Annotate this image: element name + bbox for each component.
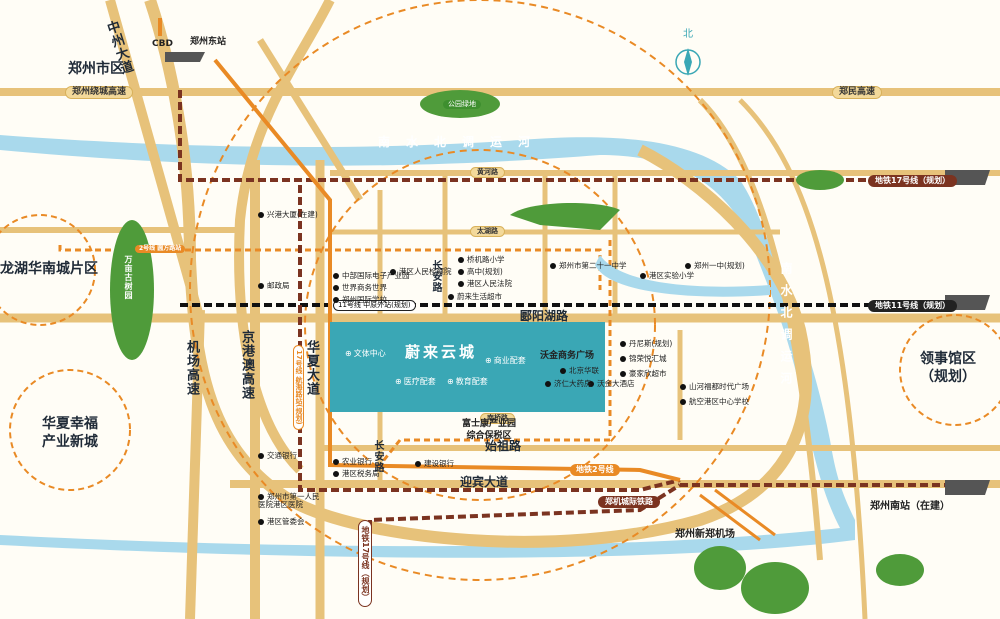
poi: 郑州国际学校 — [333, 296, 387, 304]
poi: 航空港区中心学校 — [680, 398, 749, 406]
poi: 郑州市第一人民医院港区医院 — [258, 492, 320, 509]
poi: 农业银行 — [333, 458, 372, 466]
road-zhengzhou-ring: 郑州绕城高速 — [65, 86, 134, 99]
poi: 港区管委会 — [258, 518, 305, 526]
district-consulate: 领事馆区 （规划） — [920, 351, 976, 386]
cbd-icon — [158, 18, 162, 36]
district-huaxia: 华夏幸福 产业新城 — [42, 416, 98, 451]
metro-17b — [298, 185, 681, 492]
road-jinggang: 京港澳高速 — [239, 330, 254, 400]
road-nanqiao: 南桥路 — [480, 413, 515, 424]
river-label-v: 南水北调运河 — [779, 262, 793, 394]
poi: 北京华联 — [560, 367, 599, 375]
metro-17b-tag: 地铁17号线（规划） — [358, 520, 372, 608]
poi-mall: 沃金商务广场 — [540, 351, 595, 361]
poi: 邮政局 — [258, 282, 290, 290]
poi: 郑州市第二十一中学 — [550, 262, 627, 270]
road-changan: 长安路 — [430, 260, 441, 293]
poi: 蔚来生活超市 — [448, 293, 502, 301]
road-changan-2: 长安路 — [372, 440, 383, 473]
metro-17 — [178, 90, 950, 182]
zhengzhou-east-label: 郑州东站 — [190, 37, 227, 47]
road-jichang: 机场高速 — [184, 340, 199, 396]
park-wanquan — [110, 220, 154, 360]
park-lake — [510, 203, 620, 230]
district-longhu: 龙湖华南城片区 — [0, 261, 98, 277]
poi: 港区人民法院 — [458, 280, 512, 288]
poi: 中部国际电子产业园 — [333, 272, 410, 280]
road-zhongzhou — [105, 0, 205, 322]
poi: 豪家欣超市 — [620, 370, 667, 378]
line2-station: 2号线 圆方路站 — [135, 245, 186, 253]
poi: 交通银行 — [258, 452, 297, 460]
metro-17-tag: 地铁17号线（规划） — [868, 175, 958, 187]
road-shizu: 始祖路 — [485, 439, 522, 453]
poi: 世界商务世界 — [333, 284, 387, 292]
project-medical: 医疗配套 — [395, 378, 436, 386]
intercity-tag: 郑机城际铁路 — [598, 496, 660, 508]
compass-label: 北 — [683, 29, 693, 40]
poi: 锦荣悦汇城 — [620, 355, 667, 363]
metro-orange — [213, 58, 681, 482]
road-yingbin: 迎宾大道 — [460, 475, 509, 489]
project-business: 商业配套 — [485, 357, 526, 365]
south-station-label: 郑州南站（在建） — [870, 501, 950, 512]
project-name: 蔚来云城 — [405, 343, 478, 361]
river-label: 南水北调运河 — [378, 135, 547, 149]
road-zhengmin: 郑民高速 — [832, 86, 883, 99]
metro-11-tag: 地铁11号线（规划） — [868, 300, 958, 312]
poi: 郑州一中(规划) — [685, 262, 745, 270]
road-yanmin: 郾阳湖路 — [520, 309, 569, 323]
poi: 丹尼斯(规划) — [620, 340, 672, 348]
park-wanquan-label: 万亩古树园 — [124, 255, 133, 300]
airport-label: 郑州新郑机场 — [675, 529, 735, 540]
poi: 兴港大厦(在建) — [258, 211, 318, 219]
district-zhengzhou: 郑州市区 — [68, 61, 124, 77]
poi: 港区税务局 — [333, 470, 380, 478]
road-jichang — [185, 309, 205, 619]
poi: 港区人民检察院 — [390, 268, 452, 276]
radius-circle-inner — [304, 149, 656, 501]
road-taihu: 太湖路 — [470, 226, 505, 237]
cbd-label: CBD — [152, 39, 173, 49]
airport-runway — [699, 488, 776, 542]
road-huaxia: 华夏大道 — [304, 340, 319, 396]
metro-2-tag: 地铁2号线 — [570, 464, 620, 476]
project-education: 教育配套 — [447, 378, 488, 386]
poi: 桥机路小学 — [458, 256, 505, 264]
poi: 沃金大酒店 — [588, 380, 635, 388]
poi: 建设银行 — [415, 460, 454, 468]
poi: 高中(规划) — [458, 268, 503, 276]
road-huangpu: 黄河路 — [470, 167, 505, 178]
poi: 山河福都时代广场 — [680, 383, 749, 391]
line17-station: 17号线 航海路站(规划) — [293, 345, 304, 430]
poi: 港区实验小学 — [640, 272, 694, 280]
poi: 济仁大药房 — [545, 380, 592, 388]
project-culture: 文体中心 — [345, 350, 386, 358]
industry-label: 富士康产业园 综合保税区 — [462, 419, 517, 441]
park-gongyuan: 公园绿地 — [443, 100, 481, 109]
